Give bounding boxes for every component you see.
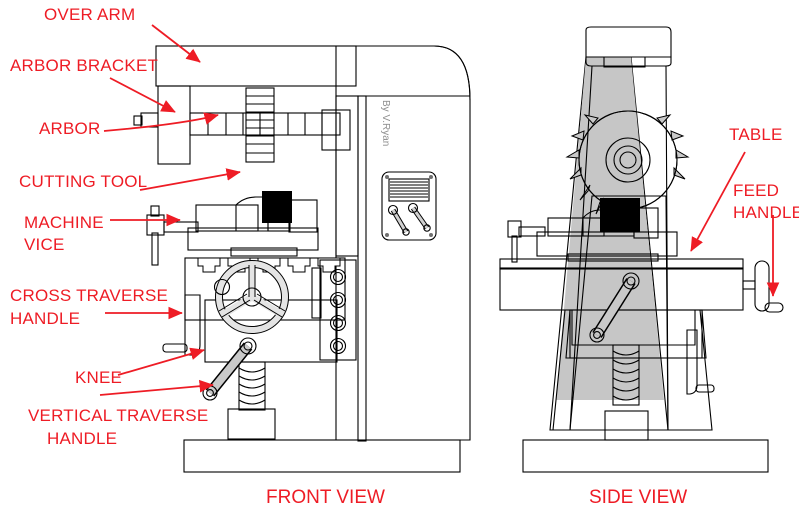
- elevating-screw: [227, 361, 276, 440]
- label-cross-traverse-line1: CROSS TRAVERSE: [10, 286, 168, 305]
- side-pedestal-face: [571, 309, 696, 346]
- vice-handle-bar: [151, 232, 159, 266]
- knee: [204, 299, 338, 363]
- side-lever[interactable]: [686, 329, 715, 395]
- vertical-traverse-handle[interactable]: [202, 337, 257, 401]
- label-cutting-tool: CUTTING TOOL: [19, 172, 147, 191]
- cutting-tool: [245, 87, 275, 163]
- vice-handle-top: [150, 205, 160, 217]
- label-machine-vice-line1: MACHINE: [24, 213, 104, 232]
- control-panel-vent: [388, 178, 430, 202]
- label-vertical-traverse-line1: VERTICAL TRAVERSE: [28, 406, 208, 425]
- label-knee: KNEE: [75, 368, 122, 387]
- control-panel[interactable]: [381, 171, 437, 241]
- cutting-tool-teeth: [246, 95, 274, 154]
- side-lever-grip[interactable]: [695, 384, 715, 393]
- arrow-over-arm: [151, 24, 201, 63]
- side-machine-vice: [507, 198, 678, 263]
- arrow-cutting-tool: [139, 168, 241, 191]
- label-feed-handle-line1: FEED: [733, 181, 779, 200]
- watermark: By V.Ryan: [380, 100, 391, 146]
- arrow-knee: [117, 347, 205, 376]
- caption-side-view: SIDE VIEW: [589, 487, 687, 508]
- over-arm: [155, 45, 357, 87]
- side-overarm-notch: [585, 56, 672, 68]
- side-workpiece: [600, 198, 640, 232]
- side-base: [522, 439, 769, 473]
- side-elevating-screw: [604, 344, 649, 441]
- bolt-plate-tab: [311, 267, 322, 319]
- front-view-drawing: By V.Ryan: [133, 45, 471, 473]
- elevating-screw-pedestal: [227, 408, 276, 440]
- labels-group: OVER ARM ARBOR BRACKET ARBOR CUTTING TOO…: [10, 5, 799, 448]
- side-arbor-collar: [605, 137, 651, 183]
- handwheel-hub: [242, 287, 262, 307]
- arrow-vertical-traverse: [99, 379, 214, 396]
- vice-screw-collar: [146, 214, 165, 236]
- arbor: [189, 112, 341, 136]
- label-over-arm: OVER ARM: [44, 5, 135, 24]
- label-arbor-bracket: ARBOR BRACKET: [10, 56, 158, 75]
- control-panel-screws: [385, 175, 433, 237]
- feed-handwheel-grip[interactable]: [764, 302, 784, 313]
- cross-traverse-grip[interactable]: [162, 343, 188, 353]
- label-feed-handle-line2: HANDLE: [733, 203, 799, 222]
- column-top-edge: [336, 45, 471, 101]
- side-view-drawing: [499, 26, 784, 473]
- vice-base: [187, 227, 319, 251]
- machine-vice: [146, 191, 319, 266]
- arbor-end-nut: [133, 115, 143, 126]
- label-cross-traverse-line2: HANDLE: [10, 309, 80, 328]
- side-table-top: [499, 258, 744, 270]
- label-vertical-traverse-line2: HANDLE: [47, 429, 117, 448]
- side-arbor-nut: [613, 145, 643, 175]
- caption-front-view: FRONT VIEW: [266, 487, 385, 508]
- arrow-arbor: [103, 112, 219, 132]
- handwheel-knob[interactable]: [213, 278, 231, 296]
- label-machine-vice-line2: VICE: [24, 235, 64, 254]
- annotation-arrows: [99, 24, 780, 396]
- side-overarm-head: [585, 26, 672, 58]
- handwheel[interactable]: [213, 260, 289, 334]
- arrow-arbor-bracket: [109, 77, 176, 113]
- vice-movable-jaw: [195, 204, 259, 232]
- bolt-plate: [311, 259, 357, 361]
- workpiece: [262, 191, 292, 223]
- side-vertical-traverse-handle[interactable]: [589, 272, 640, 343]
- base: [183, 439, 461, 473]
- column-guide-right: [357, 95, 367, 442]
- vice-mount-plate: [230, 247, 298, 257]
- label-arbor: ARBOR: [39, 119, 100, 138]
- bolt-plate-bolts: [329, 268, 347, 355]
- arrow-table: [690, 151, 746, 252]
- label-table: TABLE: [729, 125, 783, 144]
- control-lever-1[interactable]: [387, 204, 410, 236]
- control-panel-vent-slots: [390, 181, 428, 198]
- control-lever-2[interactable]: [407, 202, 431, 232]
